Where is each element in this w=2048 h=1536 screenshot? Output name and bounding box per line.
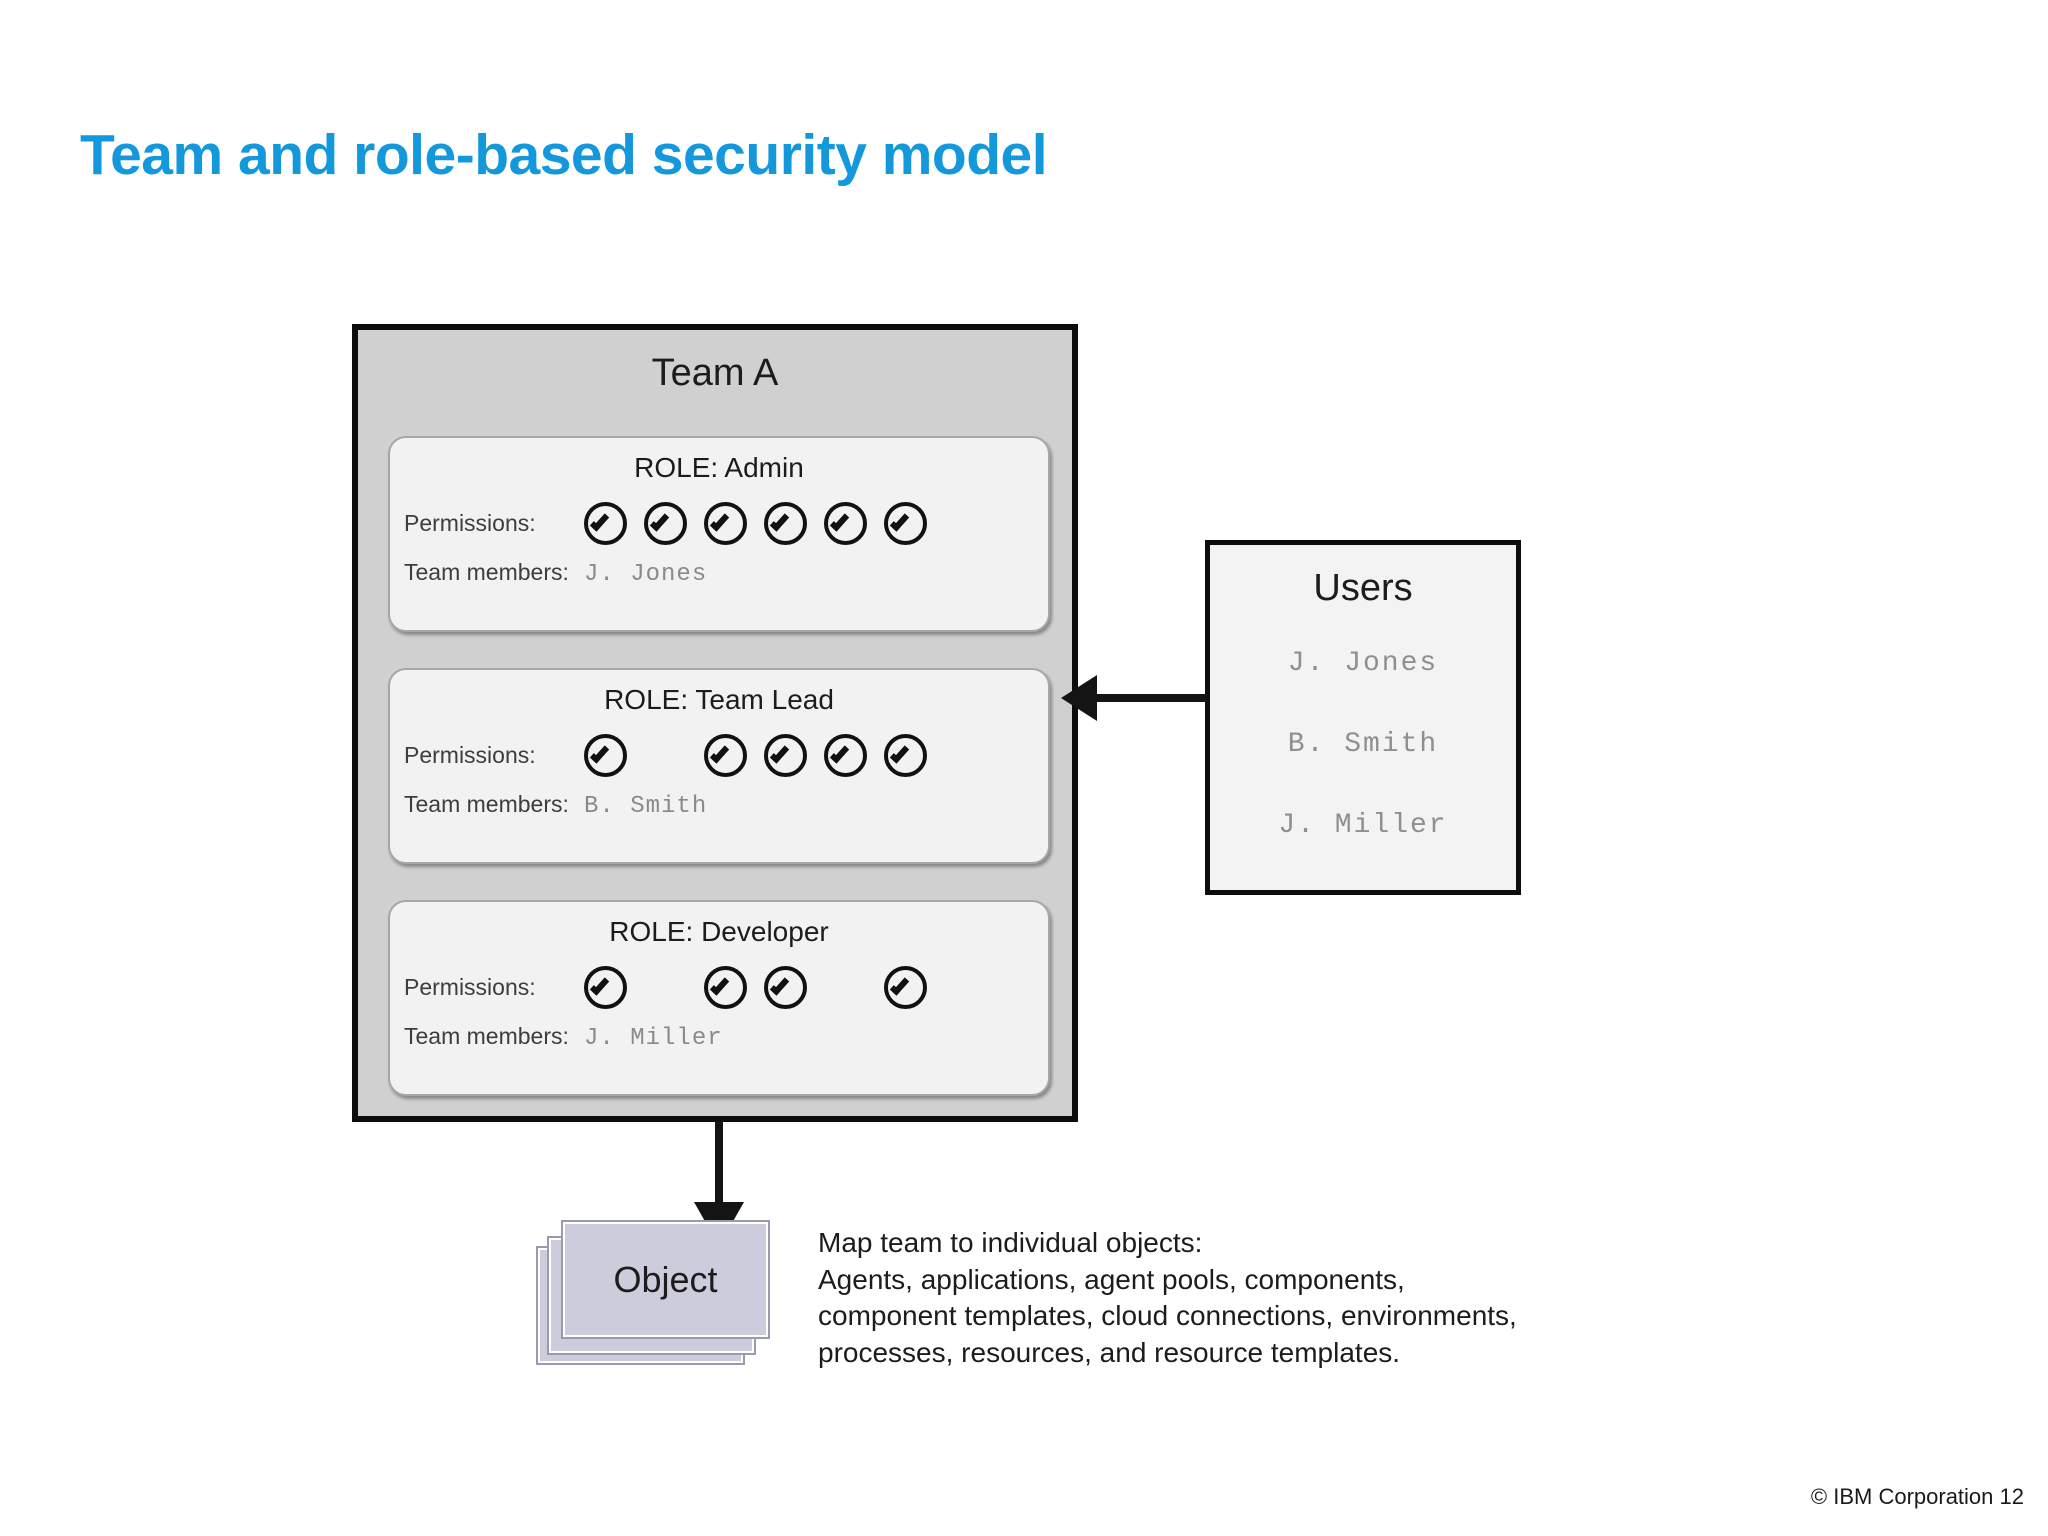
caption-line: component templates, cloud connections, … [818, 1300, 1517, 1332]
check-circle-icon [704, 734, 747, 777]
check-circle-icon [584, 966, 627, 1009]
role-card-team-lead: ROLE: Team Lead Permissions: Team member… [388, 668, 1050, 864]
role-title: ROLE: Developer [609, 916, 829, 947]
team-a-title: Team A [651, 352, 779, 394]
caption-line: processes, resources, and resource templ… [818, 1337, 1401, 1369]
users-title: Users [1313, 567, 1413, 609]
permission-slot-group [584, 966, 927, 1009]
check-circle-icon [824, 734, 867, 777]
role-card-developer: ROLE: Developer Permissions: Team member… [388, 900, 1050, 1096]
members-row: Team members: J. Jones [390, 559, 1048, 588]
members-value: J. Miller [584, 1025, 723, 1052]
check-circle-icon [884, 734, 927, 777]
check-circle-icon [884, 502, 927, 545]
empty-permission-slot [644, 966, 687, 1009]
check-circle-icon [884, 966, 927, 1009]
permissions-row: Permissions: [390, 734, 1048, 777]
check-circle-icon [704, 502, 747, 545]
check-circle-icon [584, 502, 627, 545]
members-label: Team members: [404, 559, 569, 585]
arrow-down-icon [694, 1122, 744, 1246]
user-list-item: J. Miller [1278, 810, 1448, 841]
check-circle-icon [764, 734, 807, 777]
arrow-left-icon [1061, 675, 1207, 721]
caption-line: Agents, applications, agent pools, compo… [818, 1263, 1405, 1295]
empty-permission-slot [644, 734, 687, 777]
object-layer-front [561, 1220, 770, 1339]
user-list-item: B. Smith [1287, 729, 1439, 760]
members-value: B. Smith [584, 793, 708, 820]
caption-line: Map team to individual objects: [818, 1227, 1203, 1258]
members-value: J. Jones [584, 561, 708, 588]
team-a-container: Team A ROLE: Admin Permissions: Team mem… [352, 324, 1078, 1122]
members-label: Team members: [404, 1023, 569, 1049]
role-title: ROLE: Team Lead [604, 684, 834, 715]
user-list-item: J. Jones [1287, 648, 1439, 679]
check-circle-icon [824, 502, 867, 545]
permissions-label: Permissions: [404, 510, 536, 536]
check-circle-icon [764, 502, 807, 545]
check-circle-icon [704, 966, 747, 1009]
empty-permission-slot [824, 966, 867, 1009]
permission-slot-group [584, 502, 927, 545]
map-caption: Map team to individual objects: Agents, … [818, 1225, 1578, 1372]
permissions-label: Permissions: [404, 742, 536, 768]
permissions-row: Permissions: [390, 502, 1048, 545]
permissions-row: Permissions: [390, 966, 1048, 1009]
check-circle-icon [644, 502, 687, 545]
members-row: Team members: J. Miller [390, 1023, 1048, 1052]
page-title: Team and role-based security model [80, 123, 1048, 187]
users-container: Users J. Jones B. Smith J. Miller [1205, 540, 1521, 895]
check-circle-icon [764, 966, 807, 1009]
role-card-admin: ROLE: Admin Permissions: Team members: J… [388, 436, 1050, 632]
slide-footer: © IBM Corporation 12 [1810, 1484, 2024, 1509]
members-row: Team members: B. Smith [390, 791, 1048, 820]
role-title: ROLE: Admin [634, 452, 804, 483]
permissions-label: Permissions: [404, 974, 536, 1000]
object-label: Object [613, 1258, 718, 1300]
permission-slot-group [584, 734, 927, 777]
check-circle-icon [584, 734, 627, 777]
members-label: Team members: [404, 791, 569, 817]
object-stack: Object [536, 1220, 778, 1367]
